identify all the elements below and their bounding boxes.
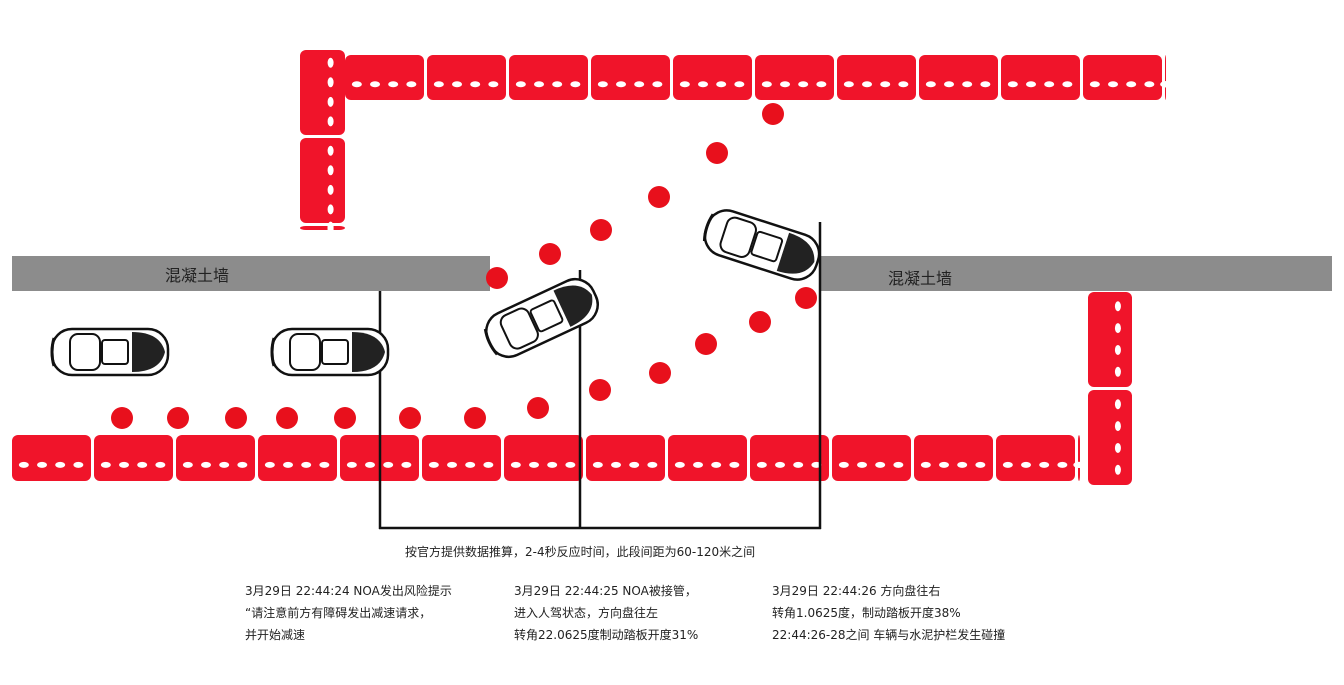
barrier-segment	[427, 55, 506, 100]
wall-label-left: 混凝土墙	[165, 266, 230, 285]
trajectory-dot	[225, 407, 247, 429]
barrier-segment	[1083, 55, 1162, 100]
car-icon	[483, 277, 599, 359]
event-2: 3月29日 22:44:25 NOA被接管， 进入人驾状态，方向盘往左 转角22…	[514, 580, 698, 646]
caption: 按官方提供数据推算，2-4秒反应时间，此段间距为60-120米之间	[405, 545, 756, 559]
event-1-line-3: 并开始减速	[245, 628, 306, 642]
event-1: 3月29日 22:44:24 NOA发出风险提示 “请注意前方有障碍发出减速请求…	[245, 580, 452, 646]
concrete-wall-right	[820, 256, 1332, 291]
event-1-line-1: 3月29日 22:44:24 NOA发出风险提示	[245, 584, 452, 598]
trajectory-dot	[762, 103, 784, 125]
event-1-line-2: “请注意前方有障碍发出减速请求，	[245, 606, 432, 620]
barrier-segment	[94, 435, 173, 481]
wall-label-right: 混凝土墙	[888, 269, 953, 288]
event-3: 3月29日 22:44:26 方向盘往右 转角1.0625度，制动踏板开度38%…	[772, 580, 1005, 646]
barrier-segment	[504, 435, 583, 481]
barrier-segment	[591, 55, 670, 100]
trajectory-dot	[167, 407, 189, 429]
barrier-segment	[673, 55, 752, 100]
trajectory-dot	[648, 186, 670, 208]
trajectory-dot	[695, 333, 717, 355]
barrier-segment	[832, 435, 911, 481]
event-2-line-1: 3月29日 22:44:25 NOA被接管，	[514, 584, 697, 598]
trajectory-dot	[589, 379, 611, 401]
event-3-line-2: 转角1.0625度，制动踏板开度38%	[772, 606, 961, 620]
barrier-segment	[586, 435, 665, 481]
trajectory-dot	[486, 267, 508, 289]
event-3-line-3: 22:44:26-28之间 车辆与水泥护栏发生碰撞	[772, 628, 1006, 642]
cars	[50, 209, 821, 377]
barrier-segment	[1001, 55, 1080, 100]
barrier-segment	[176, 435, 255, 481]
barrier-segment	[300, 138, 345, 223]
trajectory-dot	[111, 407, 133, 429]
trajectory-dot	[399, 407, 421, 429]
barrier-segment	[750, 435, 829, 481]
event-2-line-3: 转角22.0625度制动踏板开度31%	[514, 628, 699, 642]
barrier-segment	[996, 435, 1075, 481]
trajectory-dots	[111, 103, 817, 429]
car-icon	[50, 327, 170, 377]
car-icon	[702, 209, 821, 281]
barrier-segment	[755, 55, 834, 100]
trajectory-dot	[527, 397, 549, 419]
trajectory-dot	[539, 243, 561, 265]
barrier-segment	[668, 435, 747, 481]
barrier-segment	[1088, 292, 1132, 387]
barrier-segment	[1160, 55, 1171, 100]
trajectory-dot	[649, 362, 671, 384]
event-3-line-1: 3月29日 22:44:26 方向盘往右	[772, 584, 941, 598]
trajectory-dot	[276, 407, 298, 429]
water-barriers	[12, 50, 1171, 485]
trajectory-dot	[749, 311, 771, 333]
barrier-segment	[258, 435, 337, 481]
barrier-segment	[837, 55, 916, 100]
trajectory-dot	[706, 142, 728, 164]
trajectory-dot	[795, 287, 817, 309]
barrier-segment	[509, 55, 588, 100]
barrier-segment	[422, 435, 501, 481]
barrier-segment	[914, 435, 993, 481]
barrier-segment	[1073, 435, 1085, 481]
barrier-segment	[345, 55, 424, 100]
concrete-wall-left	[12, 256, 490, 291]
trajectory-dot	[590, 219, 612, 241]
trajectory-dot	[464, 407, 486, 429]
car-icon	[270, 327, 390, 377]
barrier-segment	[300, 221, 345, 235]
event-2-line-2: 进入人驾状态，方向盘往左	[514, 606, 659, 620]
barrier-segment	[12, 435, 91, 481]
barrier-segment	[300, 50, 345, 135]
trajectory-dot	[334, 407, 356, 429]
barrier-segment	[1088, 390, 1132, 485]
barrier-segment	[919, 55, 998, 100]
